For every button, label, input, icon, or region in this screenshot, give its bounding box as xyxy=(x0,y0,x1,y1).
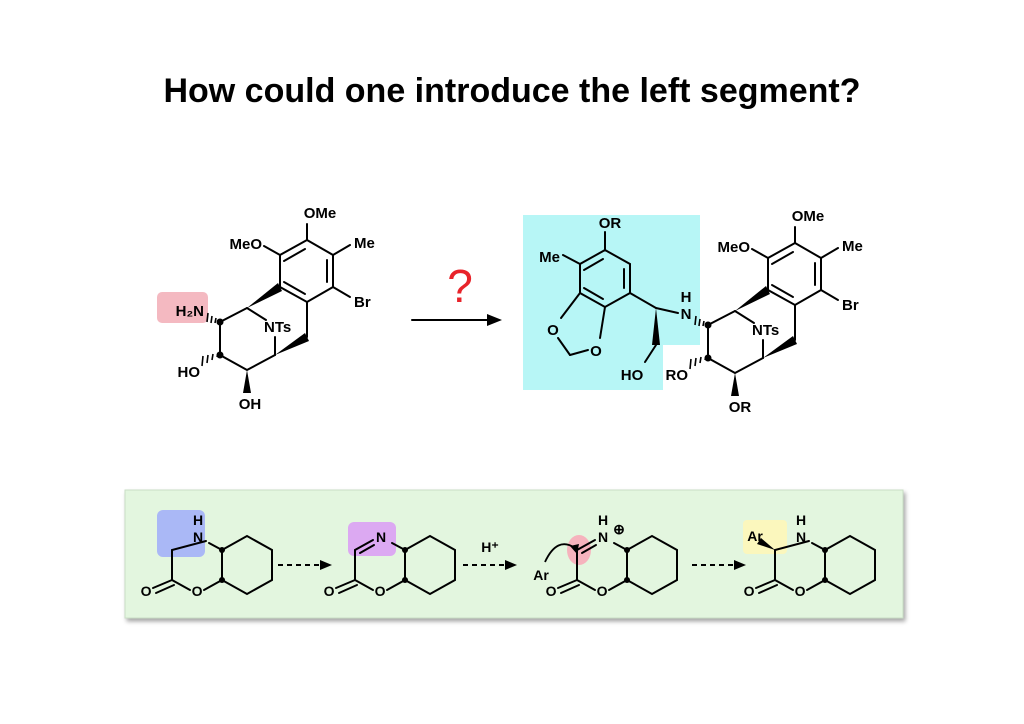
aryl-highlight-yellow xyxy=(743,520,787,554)
dashed-arrow-3 xyxy=(692,560,746,570)
label-ro: RO xyxy=(666,367,689,384)
atom-h: H xyxy=(796,512,806,528)
starting-material: OMe MeO Me Br NTs H₂N HO OH xyxy=(157,205,375,413)
atom-n: N xyxy=(193,529,203,545)
mechanism-molecule-1: N H O O xyxy=(141,512,273,599)
mechanism-molecule-2: N O O xyxy=(324,529,456,599)
atom-h: H xyxy=(193,512,203,528)
label-or-bottom: OR xyxy=(729,399,752,416)
dashed-arrow-1 xyxy=(278,560,332,570)
label-dioxole-o1: O xyxy=(547,322,559,339)
atom-n: N xyxy=(598,529,608,545)
label-aryl-me: Me xyxy=(539,249,560,266)
label-me: Me xyxy=(354,235,375,252)
label-dioxole-o2: O xyxy=(590,343,602,360)
positive-charge: ⊕ xyxy=(613,521,625,537)
label-ho: HO xyxy=(621,367,644,384)
label-meo: MeO xyxy=(229,236,262,253)
product: OMe MeO Me Br NTs RO OR OR Me O O N H HO xyxy=(523,208,863,416)
atom-o-carbonyl: O xyxy=(324,583,335,599)
question-mark: ? xyxy=(447,260,473,312)
atom-o-carbonyl: O xyxy=(744,583,755,599)
label-me: Me xyxy=(842,238,863,255)
atom-o-ring: O xyxy=(375,583,386,599)
reaction-arrow xyxy=(411,314,502,326)
slide-title: How could one introduce the left segment… xyxy=(163,72,860,110)
nucleophile-ar: Ar xyxy=(533,567,549,583)
label-ome: OMe xyxy=(304,205,337,222)
label-nts: NTs xyxy=(264,319,291,336)
atom-o-carbonyl: O xyxy=(141,583,152,599)
atom-o-ring: O xyxy=(597,583,608,599)
dashed-arrow-2 xyxy=(463,560,517,570)
atom-o-ring: O xyxy=(795,583,806,599)
label-ome: OMe xyxy=(792,208,825,225)
amine-highlight xyxy=(157,292,208,323)
label-br: Br xyxy=(354,294,371,311)
label-br: Br xyxy=(842,297,859,314)
mechanism-panel: N H O O N O O H⁺ xyxy=(124,489,904,619)
atom-n: N xyxy=(796,529,806,545)
substituent-ar: Ar xyxy=(747,528,763,544)
atom-o-carbonyl: O xyxy=(546,583,557,599)
atom-o-ring: O xyxy=(192,583,203,599)
label-amine: H₂N xyxy=(176,303,204,320)
label-amine-n: N xyxy=(681,306,692,323)
label-oh: OH xyxy=(239,396,262,413)
mechanism-molecule-4: N H Ar O O xyxy=(744,512,876,599)
reagent-acid: H⁺ xyxy=(481,539,499,555)
mechanism-molecule-3: N H ⊕ O O Ar xyxy=(533,512,678,599)
label-aryl-or: OR xyxy=(599,215,622,232)
label-ho: HO xyxy=(178,364,201,381)
atom-n: N xyxy=(376,529,386,545)
label-meo: MeO xyxy=(717,239,750,256)
label-amine-h: H xyxy=(681,289,692,306)
atom-h: H xyxy=(598,512,608,528)
label-nts: NTs xyxy=(752,322,779,339)
